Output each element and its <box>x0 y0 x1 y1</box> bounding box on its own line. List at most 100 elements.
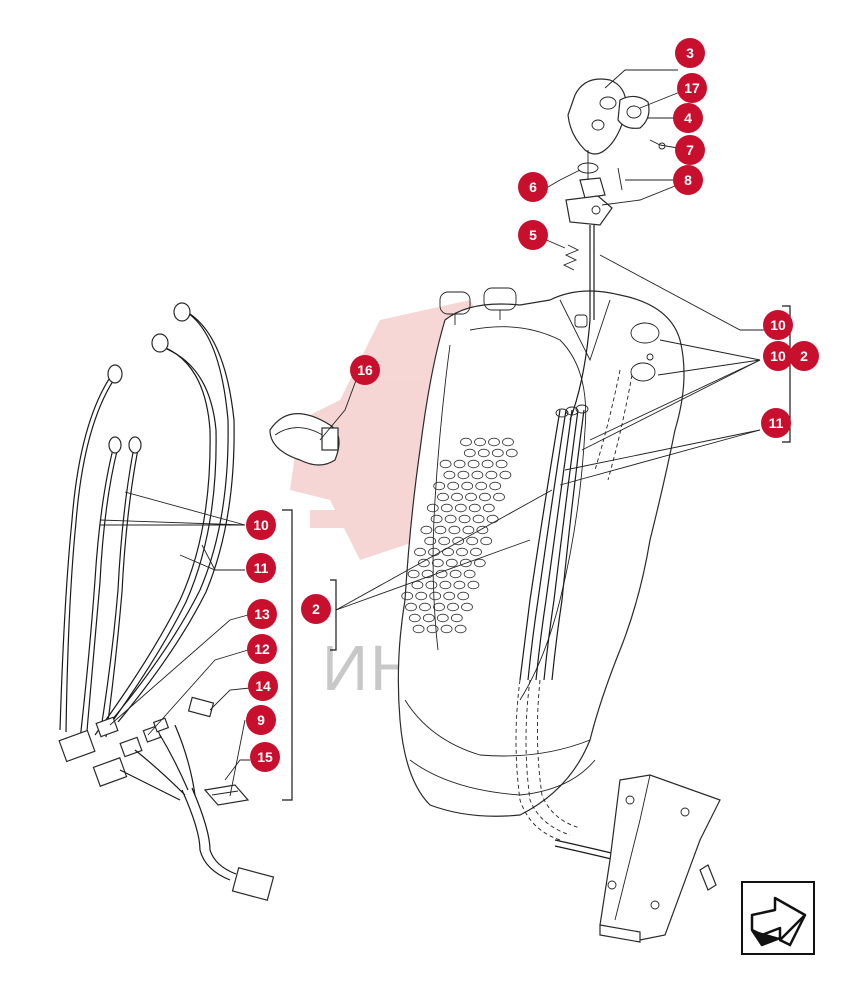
vent-hole <box>502 437 514 447</box>
callout-2-center[interactable]: 2 <box>301 594 331 624</box>
vent-hole <box>434 525 447 535</box>
vent-hole <box>438 536 451 546</box>
callout-label: 11 <box>254 560 269 576</box>
vent-hole <box>467 459 480 469</box>
vent-hole <box>426 624 439 634</box>
vent-hole <box>443 591 456 601</box>
callout-14[interactable]: 14 <box>248 671 278 701</box>
vent-hole <box>457 470 470 480</box>
vent-hole <box>477 448 490 458</box>
callout-5[interactable]: 5 <box>518 220 548 250</box>
vent-hole <box>420 525 433 535</box>
callout-label: 13 <box>254 606 270 622</box>
callout-13[interactable]: 13 <box>247 599 277 629</box>
callout-7[interactable]: 7 <box>675 135 705 165</box>
vent-hole <box>475 481 488 491</box>
callout-label: 8 <box>684 172 692 188</box>
callout-label: 10 <box>770 317 786 333</box>
callout-11-left[interactable]: 11 <box>246 553 276 583</box>
vent-hole <box>461 602 473 612</box>
callout-12[interactable]: 12 <box>247 634 277 664</box>
vent-hole <box>454 503 467 513</box>
seat-ventilation-holes <box>401 437 518 634</box>
vent-hole <box>448 525 461 535</box>
vent-hole <box>424 536 437 546</box>
vent-hole <box>459 558 472 568</box>
vent-hole <box>470 547 482 557</box>
vent-hole <box>465 492 477 502</box>
vent-hole <box>443 470 456 480</box>
vent-hole <box>433 481 446 491</box>
vent-hole <box>422 613 435 623</box>
callout-label: 17 <box>684 80 700 96</box>
vent-hole <box>445 558 458 568</box>
callout-10-left[interactable]: 10 <box>246 510 276 540</box>
next-page-button[interactable] <box>741 881 815 955</box>
vent-hole <box>433 602 445 612</box>
vent-hole <box>405 602 417 612</box>
callout-label: 16 <box>357 362 373 378</box>
vent-hole <box>440 503 453 513</box>
vent-hole <box>482 503 495 513</box>
vent-hole <box>412 624 425 634</box>
vent-hole <box>467 580 480 590</box>
vent-hole <box>439 459 452 469</box>
callout-label: 6 <box>529 179 537 195</box>
callout-2-right[interactable]: 2 <box>789 341 819 371</box>
vent-hole <box>450 613 463 623</box>
vent-hole <box>421 569 434 579</box>
leader-lines <box>99 69 778 797</box>
callout-label: 2 <box>800 348 808 364</box>
vent-hole <box>468 503 481 513</box>
callout-16[interactable]: 16 <box>350 355 380 385</box>
seat <box>397 287 685 817</box>
callout-15[interactable]: 15 <box>250 742 280 772</box>
vent-hole <box>437 492 449 502</box>
callout-4[interactable]: 4 <box>673 103 703 133</box>
callout-10-top[interactable]: 10 <box>763 310 793 340</box>
vent-hole <box>447 602 459 612</box>
vent-hole <box>488 437 500 447</box>
callout-3[interactable]: 3 <box>675 38 705 68</box>
vent-hole <box>460 437 472 447</box>
callout-label: 2 <box>312 601 320 617</box>
vent-hole <box>419 602 431 612</box>
callout-label: 7 <box>686 142 694 158</box>
vent-hole <box>440 624 453 634</box>
vent-hole <box>453 580 466 590</box>
callout-6[interactable]: 6 <box>518 172 548 202</box>
callout-label: 11 <box>769 415 784 431</box>
joystick-assembly <box>562 78 666 320</box>
vent-hole <box>447 481 460 491</box>
vent-hole <box>451 492 463 502</box>
vent-hole <box>479 492 491 502</box>
callout-9[interactable]: 9 <box>246 705 276 735</box>
vent-hole <box>499 470 512 480</box>
vent-hole <box>466 536 479 546</box>
callout-label: 14 <box>255 678 271 694</box>
vent-hole <box>495 459 508 469</box>
vent-hole <box>444 514 457 524</box>
vent-hole <box>489 481 502 491</box>
callout-11-right[interactable]: 11 <box>761 408 791 438</box>
arrow-right-icon <box>750 896 807 947</box>
vent-hole <box>454 624 467 634</box>
callout-label: 3 <box>686 45 694 61</box>
vent-hole <box>407 569 420 579</box>
mounting-bracket <box>599 774 721 943</box>
callout-10-middle[interactable]: 10 <box>763 341 793 371</box>
vent-hole <box>472 514 485 524</box>
vent-hole <box>452 536 465 546</box>
callout-markers: 3 17 4 7 6 8 5 10 10 2 11 16 10 11 2 13 … <box>246 38 819 772</box>
callout-8[interactable]: 8 <box>673 165 703 195</box>
vent-hole <box>431 558 444 568</box>
vent-hole <box>429 591 442 601</box>
vent-hole <box>439 580 452 590</box>
vent-hole <box>505 448 518 458</box>
vent-hole <box>425 580 438 590</box>
callout-label: 12 <box>254 641 270 657</box>
callout-17[interactable]: 17 <box>677 73 707 103</box>
callout-label: 15 <box>257 749 273 765</box>
vent-hole <box>456 547 468 557</box>
